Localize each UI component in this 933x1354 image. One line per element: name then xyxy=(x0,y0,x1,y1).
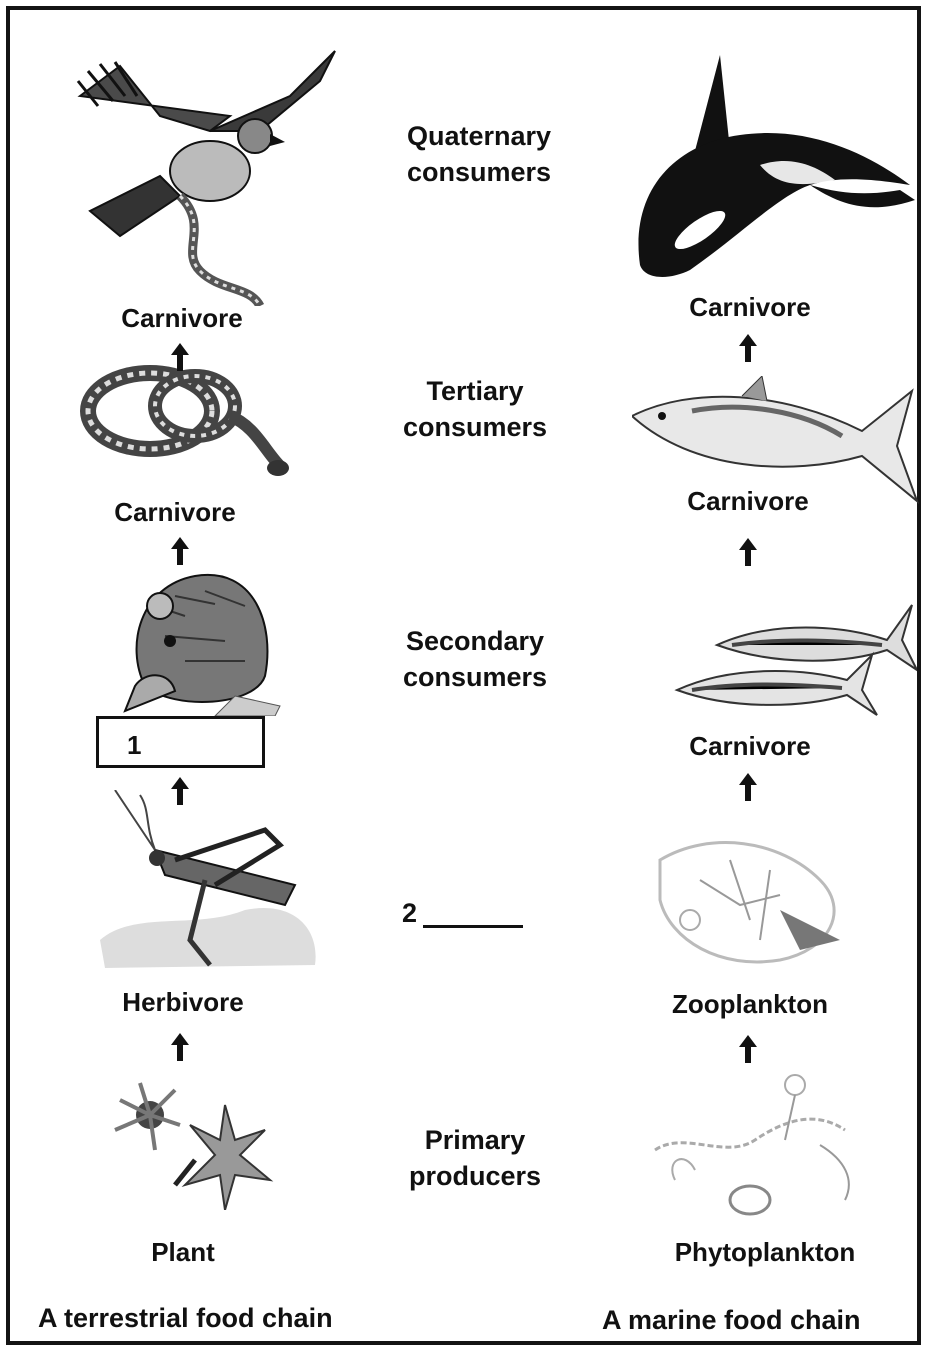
level-secondary-consumers: Secondary consumers xyxy=(355,623,595,695)
terrestrial-label-plant: Plant xyxy=(151,1239,215,1265)
terrestrial-label-carnivore-middle: Carnivore xyxy=(114,499,235,525)
level-producers-line2: producers xyxy=(355,1158,595,1194)
marine-label-carnivore-top: Carnivore xyxy=(689,294,810,320)
hawk-icon xyxy=(60,36,340,306)
marine-label-carnivore-middle: Carnivore xyxy=(687,488,808,514)
answer-box-1[interactable]: 1 xyxy=(96,716,265,768)
arrow-up-icon xyxy=(170,1033,190,1061)
arrow-up-icon xyxy=(738,1035,758,1063)
orca-icon xyxy=(630,55,920,285)
terrestrial-chain-title: A terrestrial food chain xyxy=(38,1305,333,1332)
answer-blank-line xyxy=(423,925,523,928)
level-producers-line1: Primary xyxy=(355,1122,595,1158)
marine-chain-title: A marine food chain xyxy=(602,1307,861,1334)
terrestrial-label-carnivore-top: Carnivore xyxy=(121,305,242,331)
grasshopper-icon xyxy=(95,790,325,970)
level-secondary-line2: consumers xyxy=(355,659,595,695)
arrow-up-icon xyxy=(170,777,190,805)
phytoplankton-icon xyxy=(645,1070,875,1230)
level-primary-producers: Primary producers xyxy=(355,1122,595,1194)
level-quaternary-line2: consumers xyxy=(359,154,599,190)
level-secondary-line1: Secondary xyxy=(355,623,595,659)
marine-label-phytoplankton: Phytoplankton xyxy=(675,1239,856,1265)
terrestrial-label-herbivore: Herbivore xyxy=(122,989,243,1015)
arrow-up-icon xyxy=(738,538,758,566)
arrow-up-icon xyxy=(170,343,190,371)
plant-icon xyxy=(110,1080,280,1210)
level-tertiary-line1: Tertiary xyxy=(355,373,595,409)
level-quaternary-line1: Quaternary xyxy=(359,118,599,154)
small-fish-icon xyxy=(672,600,917,720)
arrow-up-icon xyxy=(170,537,190,565)
mouse-icon xyxy=(115,566,285,716)
answer-blank-2[interactable]: 2 xyxy=(402,898,523,929)
marine-label-carnivore-bottom: Carnivore xyxy=(689,733,810,759)
marine-label-zooplankton: Zooplankton xyxy=(672,991,828,1017)
arrow-up-icon xyxy=(738,773,758,801)
zooplankton-icon xyxy=(630,820,880,980)
arrow-up-icon xyxy=(738,334,758,362)
answer-box-number: 1 xyxy=(127,730,141,761)
level-tertiary-line2: consumers xyxy=(355,409,595,445)
answer-blank-number: 2 xyxy=(402,898,417,928)
level-quaternary-consumers: Quaternary consumers xyxy=(359,118,599,190)
level-tertiary-consumers: Tertiary consumers xyxy=(355,373,595,445)
snake-icon xyxy=(80,356,290,486)
